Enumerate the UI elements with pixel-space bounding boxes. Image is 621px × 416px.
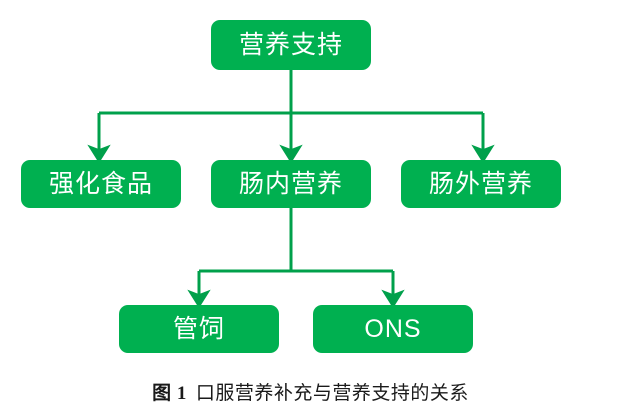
- node-fortified-food[interactable]: 强化食品: [21, 160, 181, 208]
- node-label-fortified-food: 强化食品: [48, 169, 153, 198]
- node-label-nutrition-support: 营养支持: [238, 30, 343, 59]
- node-label-tube-feeding: 管饲: [172, 314, 225, 343]
- node-label-enteral-nutrition: 肠内营养: [238, 169, 343, 198]
- figure-caption-text: 口服营养补充与营养支持的关系: [195, 383, 469, 404]
- node-parenteral-nutrition[interactable]: 肠外营养: [401, 160, 561, 208]
- node-label-ons: ONS: [364, 314, 422, 343]
- node-ons[interactable]: ONS: [313, 305, 473, 353]
- node-enteral-nutrition[interactable]: 肠内营养: [211, 160, 371, 208]
- figure-number: 图 1: [152, 383, 187, 404]
- node-nutrition-support[interactable]: 营养支持: [211, 20, 371, 70]
- figure-caption: 图 1 口服营养补充与营养支持的关系: [0, 378, 621, 405]
- node-tube-feeding[interactable]: 管饲: [119, 305, 279, 353]
- node-label-parenteral-nutrition: 肠外营养: [428, 169, 533, 198]
